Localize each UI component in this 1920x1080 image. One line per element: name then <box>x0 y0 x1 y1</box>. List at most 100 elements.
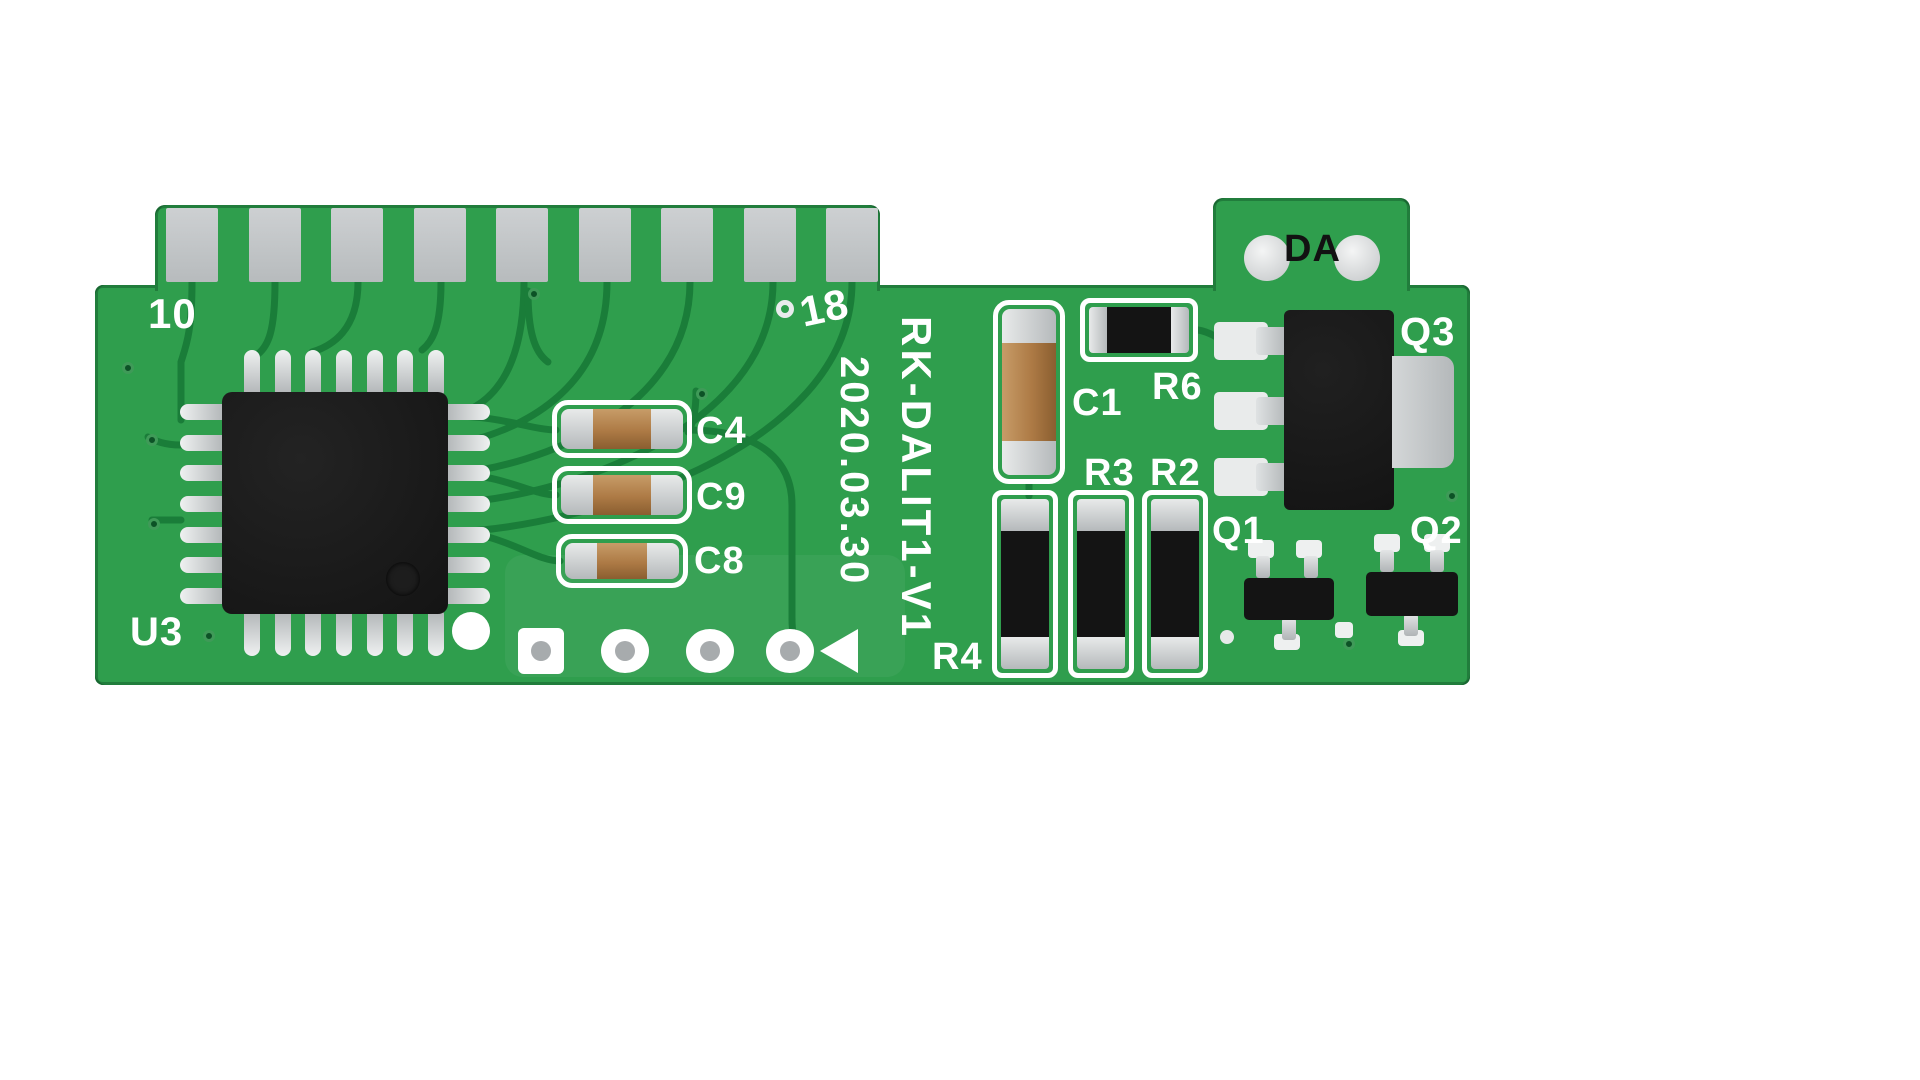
chip-pin <box>305 350 322 394</box>
chip-pin <box>244 612 260 656</box>
edge-connector-pad <box>743 208 796 282</box>
chip-pin <box>446 495 490 512</box>
transistor-lead <box>1304 556 1318 578</box>
chip-u3-pins-left <box>180 404 224 604</box>
label-r4: R4 <box>932 636 983 678</box>
transistor-q3-tab <box>1392 356 1454 468</box>
chip-u3-pins-right <box>446 404 490 604</box>
resistor-r6-package <box>1089 307 1189 353</box>
label-pin-18: 18 <box>795 279 853 336</box>
chip-pin <box>180 526 224 543</box>
chip-pin <box>180 557 224 574</box>
capacitor-terminal <box>565 543 597 579</box>
resistor-terminal <box>1077 637 1125 669</box>
label-u3: U3 <box>130 610 184 654</box>
resistor-terminal <box>1151 637 1199 669</box>
label-r2: R2 <box>1150 452 1201 494</box>
da-pad-left <box>1244 235 1290 281</box>
pad-hole <box>780 641 800 661</box>
chip-pin <box>180 404 224 420</box>
edge-connector-pad <box>826 208 878 282</box>
chip-pin <box>446 434 490 451</box>
transistor-q1 <box>1244 578 1334 620</box>
transistor-q3 <box>1284 310 1394 510</box>
chip-pin <box>446 557 490 574</box>
chip-pin <box>180 465 224 482</box>
solder-pad <box>1424 534 1450 552</box>
resistor-terminal <box>1171 307 1189 353</box>
polarity-triangle-marker <box>820 629 858 673</box>
chip-pin <box>427 350 444 394</box>
capacitor-terminal <box>561 409 593 449</box>
resistor-r4-package <box>1001 499 1049 669</box>
resistor-r3 <box>1068 490 1134 678</box>
chip-pin <box>446 587 490 604</box>
capacitor-terminal <box>1002 309 1056 343</box>
label-c4: C4 <box>696 410 747 452</box>
label-r6: R6 <box>1152 366 1203 408</box>
resistor-terminal <box>1151 499 1199 531</box>
solder-pad <box>1335 622 1353 638</box>
label-board-model: RK-DALIT1-V1 <box>893 316 940 640</box>
resistor-terminal <box>1001 637 1049 669</box>
resistor-r6 <box>1080 298 1198 362</box>
chip-pin <box>244 350 260 394</box>
resistor-body <box>1151 531 1199 637</box>
chip-u3-pins-top <box>244 350 444 394</box>
test-pad-round <box>766 629 814 673</box>
label-c1: C1 <box>1072 382 1123 424</box>
transistor-q2 <box>1366 572 1458 616</box>
chip-pin <box>274 612 291 656</box>
label-q3: Q3 <box>1400 310 1456 354</box>
transistor-lead <box>1430 550 1444 572</box>
capacitor-terminal <box>651 409 683 449</box>
capacitor-c1-package <box>1002 309 1056 475</box>
capacitor-body <box>1002 343 1056 441</box>
chip-pin <box>305 612 322 656</box>
capacitor-terminal <box>651 475 683 515</box>
edge-connector-pad <box>248 208 301 282</box>
resistor-r2 <box>1142 490 1208 678</box>
chip-pin <box>397 612 414 656</box>
capacitor-c1 <box>993 300 1065 484</box>
chip-pin <box>180 587 224 604</box>
edge-connector-pad <box>331 208 383 282</box>
label-c9: C9 <box>696 476 747 518</box>
via <box>146 434 158 446</box>
via <box>122 362 134 374</box>
silkscreen-circle <box>776 300 794 318</box>
transistor-lead <box>1256 556 1270 578</box>
solder-pad <box>1374 534 1400 552</box>
capacitor-terminal <box>1002 441 1056 475</box>
pad-hole <box>700 641 720 661</box>
chip-pin <box>446 465 490 482</box>
transistor-lead <box>1404 614 1418 636</box>
chip-pin <box>366 350 383 394</box>
test-pad-round <box>686 629 734 673</box>
capacitor-c8 <box>556 534 688 588</box>
via <box>1220 630 1234 644</box>
label-q2: Q2 <box>1410 510 1463 552</box>
capacitor-terminal <box>561 475 593 515</box>
via <box>1343 638 1355 650</box>
resistor-r2-package <box>1151 499 1199 669</box>
pad-hole <box>531 641 551 661</box>
label-da: DA <box>1284 228 1341 270</box>
solder-pad <box>1296 540 1322 558</box>
transistor-lead <box>1282 618 1296 640</box>
resistor-terminal <box>1089 307 1107 353</box>
resistor-terminal <box>1077 499 1125 531</box>
edge-connector-pad <box>166 208 218 282</box>
resistor-terminal <box>1001 499 1049 531</box>
resistor-body <box>1001 531 1049 637</box>
capacitor-c4 <box>552 400 692 458</box>
pcb-da-tab <box>1213 198 1410 291</box>
edge-connector-pad <box>496 208 548 282</box>
capacitor-terminal <box>647 543 679 579</box>
chip-pin <box>366 612 383 656</box>
capacitor-c8-package <box>565 543 679 579</box>
capacitor-body <box>597 543 647 579</box>
solder-pad <box>1248 540 1274 558</box>
edge-connector-pad <box>578 208 631 282</box>
